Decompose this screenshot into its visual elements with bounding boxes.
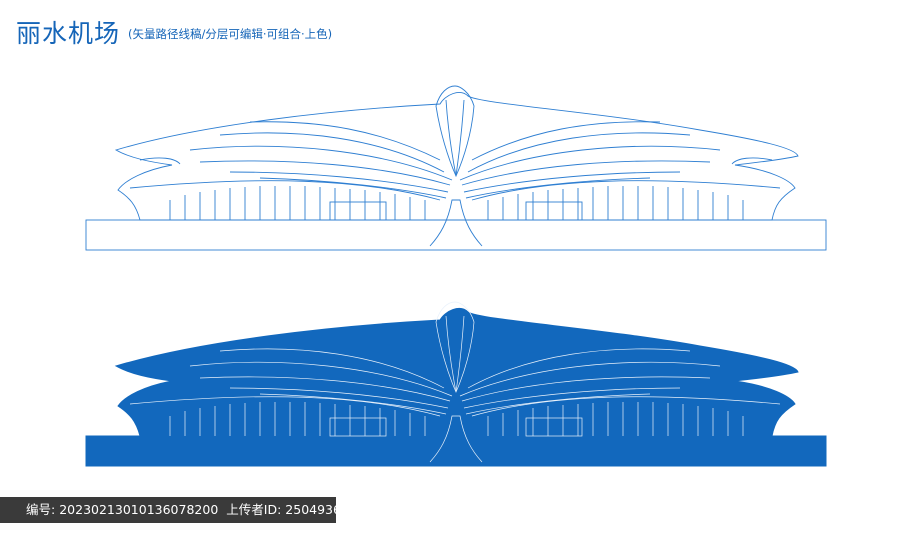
page-title: 丽水机场 xyxy=(16,19,121,48)
outline-drawing xyxy=(85,85,827,251)
uploader-value: 2504936 xyxy=(285,502,341,517)
page-subtitle: (矢量路径线稿/分层可编辑·可组合·上色) xyxy=(128,27,333,41)
footer-bar: 编号:20230213010136078200 上传者ID:2504936 xyxy=(0,497,341,523)
id-value: 20230213010136078200 xyxy=(59,502,219,517)
id-label: 编号: xyxy=(26,502,56,517)
uploader-label: 上传者ID: xyxy=(226,502,282,517)
filled-drawing xyxy=(85,301,827,467)
